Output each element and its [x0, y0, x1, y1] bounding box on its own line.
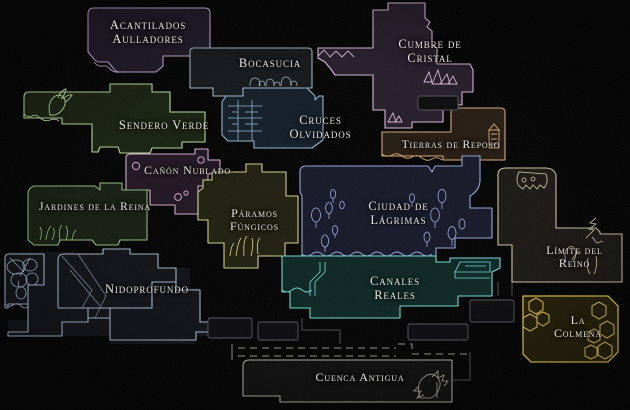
map-canvas	[0, 0, 630, 410]
hallownest-map: Acantilados Aulladores Bocasucia Cumbre …	[0, 0, 630, 410]
grain-overlay	[0, 0, 630, 410]
